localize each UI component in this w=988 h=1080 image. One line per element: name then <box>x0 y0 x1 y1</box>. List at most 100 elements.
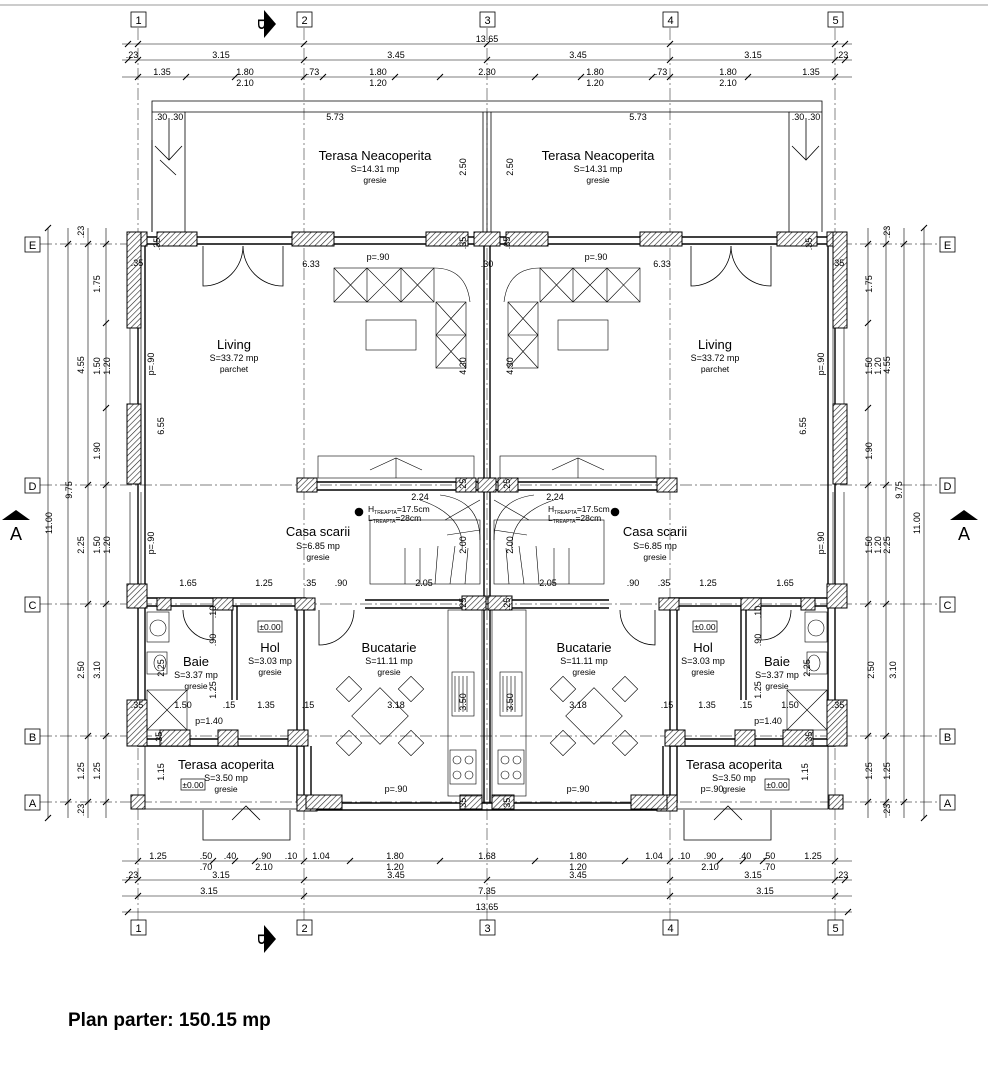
room-bucatarie-r-finish: gresie <box>572 667 595 677</box>
dim-bot-r1-11: .10 <box>678 851 691 861</box>
dim-overall-top: 13.65 <box>476 34 499 44</box>
dim-wall-a-r: .35 <box>502 798 512 811</box>
dim-bot-r1b-5: 2.10 <box>701 862 719 872</box>
dim-wall3-l: .30 <box>481 259 494 269</box>
room-living-l-area: S=33.72 mp <box>210 353 259 363</box>
dim-wall-c1: .35 <box>458 237 468 250</box>
dim-bot-r1-15: 1.25 <box>804 851 822 861</box>
level-mark-terasa-r: ±0.00 <box>766 780 787 790</box>
room-hol-r-name: Hol <box>693 640 713 655</box>
dim-wall-c2: .35 <box>502 237 512 250</box>
stair-h-val-l: =17.5cm <box>397 504 430 514</box>
dim-bath-wall-r: .15 <box>740 700 753 710</box>
dim-hol-d-l: 1.25 <box>208 681 218 699</box>
dim-bot-r2-3: 3.45 <box>387 870 405 880</box>
stair-h-sub-l: TREAPTA <box>374 510 397 516</box>
dim-right-c4-4: 1.90 <box>864 442 874 460</box>
dim-bot-r3-1: 3.15 <box>200 886 218 896</box>
dim-stair-width-r: 2.24 <box>546 492 564 502</box>
dim-bot-r1b-6: .70 <box>763 862 776 872</box>
axis-label-5-bottom: 5 <box>832 923 838 935</box>
dim-hol-top-r2: .35 <box>658 578 671 588</box>
dim-top-r3b-3: 1.20 <box>586 78 604 88</box>
room-casa-scarii-r-area: S=6.85 mp <box>633 541 677 551</box>
kitchen-furniture <box>335 609 639 797</box>
dim-left-c3-1: 4.55 <box>76 356 86 374</box>
room-casa-scarii-l-name: Casa scarii <box>286 524 350 539</box>
dim-top-r3-3: .73 <box>307 67 320 77</box>
terrace-upper-outline <box>151 100 823 232</box>
dim-hol-top-r1: .90 <box>627 578 640 588</box>
room-baie-r-name: Baie <box>764 654 790 669</box>
dim-overall-bottom: 13.65 <box>476 902 499 912</box>
dim-bot-r1-1: 1.25 <box>149 851 167 861</box>
axis-label-3-top: 3 <box>484 15 490 27</box>
living-furniture <box>317 267 657 479</box>
dim-terrace-side-l2: .30 <box>171 112 184 122</box>
room-terasa-acoperita-l-name: Terasa acoperita <box>178 757 275 772</box>
dim-left-top: .23 <box>76 226 86 239</box>
dim-bot-r1-4: .90 <box>259 851 272 861</box>
dim-hol-top-l4: .90 <box>335 578 348 588</box>
room-hol-l-area: S=3.03 mp <box>248 656 292 666</box>
axis-label-E-right: E <box>944 240 951 252</box>
dim-bath-wall-l: .15 <box>223 700 236 710</box>
windows <box>129 236 845 811</box>
dim-hol-w-r: 1.35 <box>698 700 716 710</box>
level-mark-terasa-l: ±0.00 <box>182 780 203 790</box>
section-label-a-right: A <box>958 524 970 544</box>
room-labels: Terasa Neacoperita S=14.31 mp gresie Ter… <box>174 148 799 794</box>
section-label-b-top: B <box>254 18 274 30</box>
dim-bath-w-r: 1.50 <box>781 700 799 710</box>
axis-labels-top: 1 2 3 4 5 <box>130 11 844 28</box>
room-living-l-finish: parchet <box>220 364 249 374</box>
room-terasa-acoperita-r-finish: gresie <box>722 784 745 794</box>
level-marks: ±0.00 ±0.00 ±0.00 ±0.00 <box>180 620 790 791</box>
dim-bath-wall-r2: .15 <box>661 700 674 710</box>
dim-bot-r1-3: .40 <box>224 851 237 861</box>
dim-hol-top-r4: 1.65 <box>776 578 794 588</box>
room-terasa-neacoperita-l-finish: gresie <box>363 175 386 185</box>
dim-bot-r1-13: .40 <box>739 851 752 861</box>
axis-label-4-bottom: 4 <box>667 923 673 935</box>
dim-top-r3-4: 1.80 <box>369 67 387 77</box>
dim-hol-w-l: 1.35 <box>257 700 275 710</box>
axis-label-2-bottom: 2 <box>301 923 307 935</box>
dim-hol-top-l2: 1.25 <box>255 578 273 588</box>
dim-top-r3b-4: 2.10 <box>719 78 737 88</box>
room-terasa-neacoperita-r-area: S=14.31 mp <box>574 164 623 174</box>
dim-left-975: 9.75 <box>64 481 74 499</box>
dim-top-r2-4: 3.45 <box>569 50 587 60</box>
section-label-a-left: A <box>10 524 22 544</box>
dim-left-c4-4: 1.90 <box>92 442 102 460</box>
room-living-r-area: S=33.72 mp <box>691 353 740 363</box>
room-hol-l-finish: gresie <box>258 667 281 677</box>
structural-columns <box>126 231 848 812</box>
dim-bot-r1b-1: .70 <box>200 862 213 872</box>
room-casa-scarii-l-finish: gresie <box>306 552 329 562</box>
dim-p-kitchen-l: p=.90 <box>385 784 408 794</box>
dim-hol-top-l3: .35 <box>304 578 317 588</box>
stair-l-val-l: =28cm <box>395 513 421 523</box>
dim-wall-b-r1: .35 <box>832 700 845 710</box>
dim-left-bottom: .23 <box>76 804 86 817</box>
dim-hol-d-r: 1.25 <box>753 681 763 699</box>
section-label-b-bottom: B <box>254 933 274 945</box>
svg-text:LTREAPTA=28cm: LTREAPTA=28cm <box>368 513 421 525</box>
room-casa-scarii-r-name: Casa scarii <box>623 524 687 539</box>
dim-top-r2-5: 3.15 <box>744 50 762 60</box>
dim-wall2-c-l: .25 <box>458 598 468 611</box>
dim-terasa-d-r: 1.15 <box>800 763 810 781</box>
dim-right-c4-1: 1.75 <box>864 275 874 293</box>
room-baie-l-name: Baie <box>183 654 209 669</box>
dim-right-top: .23 <box>882 226 892 239</box>
dim-bot-r1-5: .10 <box>285 851 298 861</box>
level-mark-hol-r: ±0.00 <box>694 622 715 632</box>
axis-grid <box>40 28 948 920</box>
svg-text:HTREAPTA=17.5cm: HTREAPTA=17.5cm <box>548 504 610 516</box>
axis-labels-bottom: 1 2 3 4 5 <box>130 919 844 936</box>
dim-door-h-l: .90 <box>208 634 218 647</box>
room-terasa-acoperita-l-finish: gresie <box>214 784 237 794</box>
dim-bot-r1-2: .50 <box>200 851 213 861</box>
dim-counter-r: 3.50 <box>505 693 515 711</box>
